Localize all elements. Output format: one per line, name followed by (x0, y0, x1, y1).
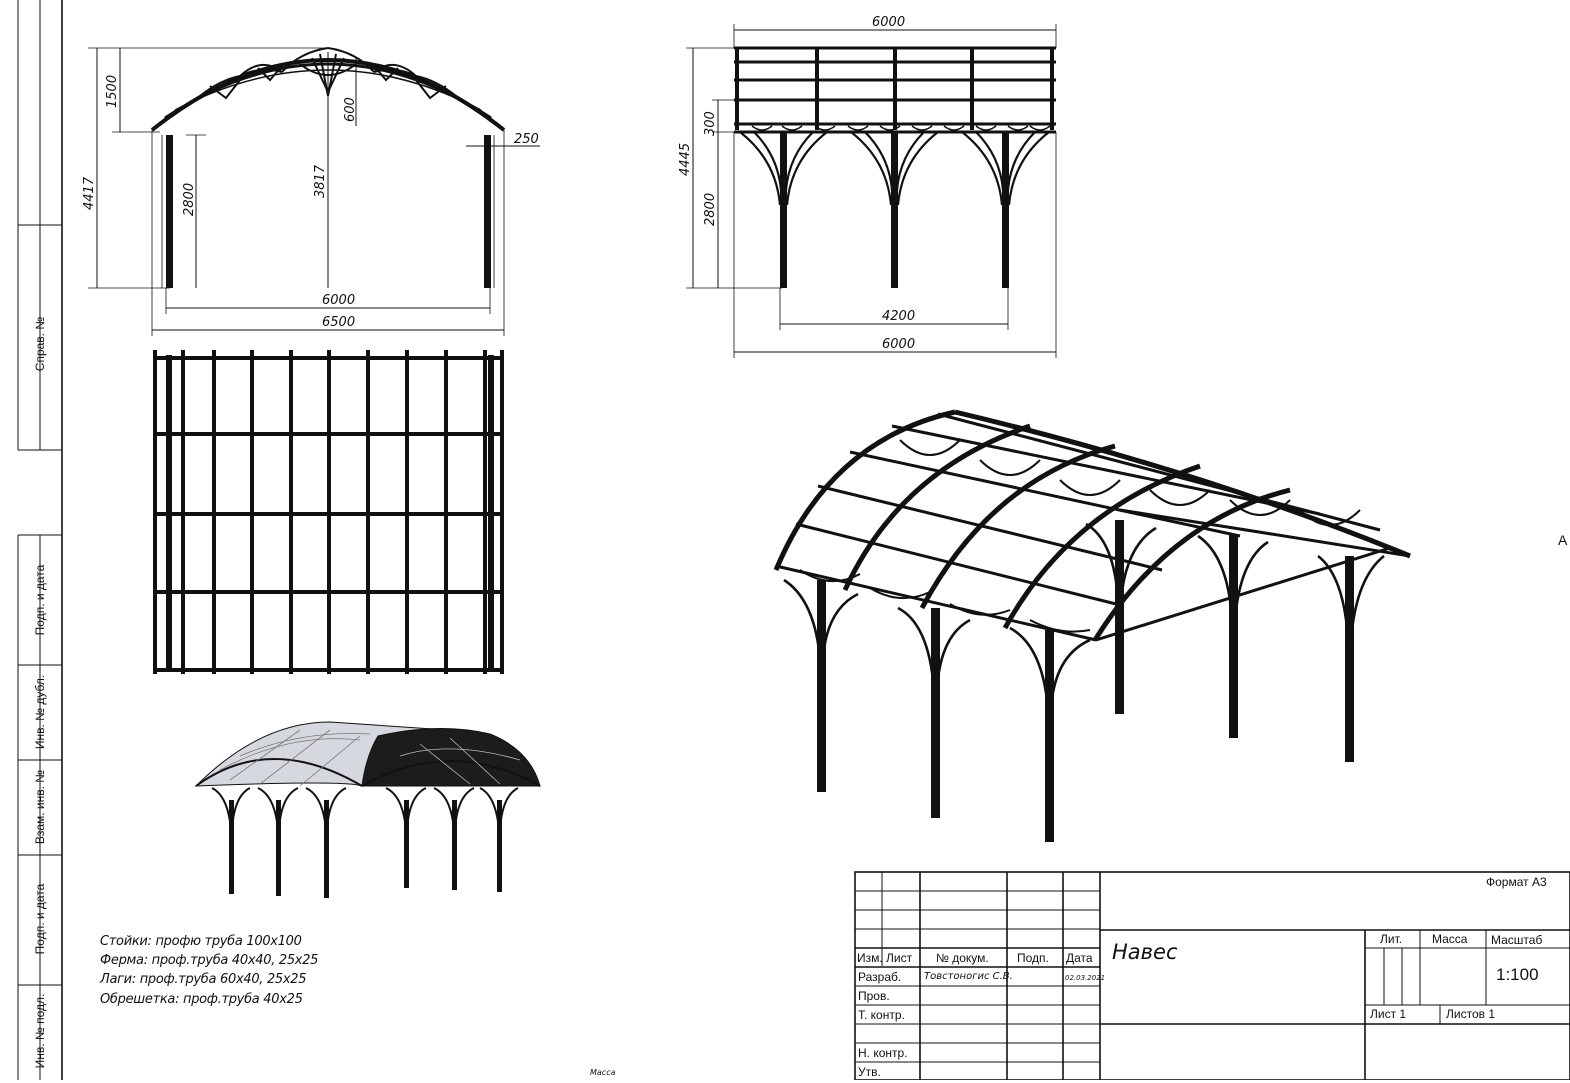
large-isometric-view (773, 409, 1411, 842)
dim-beam-height: 300 (703, 111, 718, 136)
developer-date: 02.03.2021 (1065, 974, 1106, 982)
role-developer: Разраб. (858, 970, 902, 984)
scale-value: 1:100 (1496, 965, 1539, 984)
header-list: Лист (886, 951, 913, 965)
left-margin-strip (17, 0, 63, 1080)
role-approved: Утв. (858, 1065, 881, 1079)
note-lathing: Обрешетка: проф.труба 40х25 (100, 992, 303, 1007)
developer-name: Товстоногис С.В. (924, 971, 1013, 982)
label-orig-inv-no: Инв. № подл. (33, 993, 47, 1069)
label-sign-date-2: Подп. и дата (33, 883, 47, 955)
drawing-title: Навес (1112, 940, 1178, 964)
header-izm: Изм. (857, 951, 883, 965)
dim-inner-span: 6000 (322, 293, 355, 308)
label-sign-date-1: Подп. и дата (33, 564, 47, 636)
plan-rafter-4 (153, 668, 504, 672)
top-view (153, 350, 504, 674)
note-joists: Лаги: проф.труба 60х40, 25х25 (100, 972, 307, 987)
edge-letter: А (1558, 532, 1568, 548)
format-label: Формат А3 (1486, 875, 1547, 889)
plan-rafter-3 (153, 590, 504, 594)
dim-total-height: 4417 (82, 176, 97, 210)
dim-bottom-length: 6000 (882, 337, 915, 352)
role-norm-control: Н. контр. (858, 1046, 908, 1060)
dim-post-height-side: 2800 (703, 193, 718, 226)
label-dup-inv-no: Инв. № дубл. (33, 674, 47, 750)
dim-overhang: 250 (514, 132, 539, 147)
dim-rise: 1500 (105, 75, 120, 108)
role-checker: Пров. (858, 989, 890, 1003)
label-repl-inv-no: Взам. инв. № (33, 769, 47, 845)
left-post (166, 135, 173, 288)
header-doc-no: № докум. (936, 951, 989, 965)
plan-rafter-2 (153, 512, 504, 516)
header-sign: Подп. (1017, 951, 1049, 965)
title-block (854, 871, 1570, 1080)
label-reference-no: Справ. № (33, 316, 47, 372)
small-render (194, 721, 541, 898)
note-truss: Ферма: проф.труба 40х40, 25х25 (100, 953, 319, 968)
dim-center-height: 3817 (313, 164, 328, 198)
dim-post-height: 2800 (182, 183, 197, 216)
dim-truss-depth: 600 (343, 97, 358, 122)
note-posts: Стойки: профю труба 100х100 (100, 934, 302, 949)
plan-rafter-0 (153, 356, 504, 360)
dim-post-spacing: 4200 (882, 309, 915, 324)
dim-total-height-side: 4445 (678, 143, 693, 176)
mass-caption: Масса (590, 1068, 616, 1077)
scale-label: Масштаб (1491, 933, 1543, 947)
lit-label: Лит. (1380, 932, 1403, 946)
dim-outer-span: 6500 (322, 315, 355, 330)
dim-top-length: 6000 (872, 15, 905, 30)
role-tech-control: Т. контр. (858, 1008, 905, 1022)
sheets-label: Листов 1 (1446, 1007, 1495, 1021)
header-date: Дата (1066, 951, 1093, 965)
mass-label: Масса (1432, 932, 1468, 946)
side-view: 6000 4445 300 2800 4200 6000 (678, 15, 1057, 358)
sheet-label: Лист 1 (1370, 1007, 1407, 1021)
front-view: 1500 4417 2800 3817 600 250 6000 6500 (82, 47, 540, 336)
plan-rafter-1 (153, 432, 504, 436)
right-post (484, 135, 491, 288)
